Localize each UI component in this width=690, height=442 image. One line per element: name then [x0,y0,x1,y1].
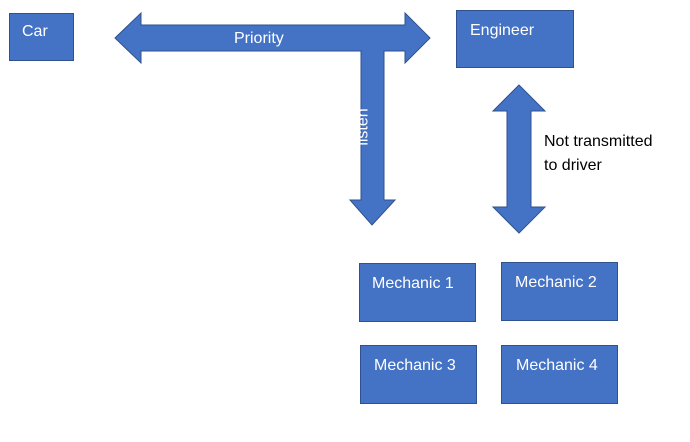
car-label: Car [22,23,48,40]
car-node: Car [9,13,74,61]
not-transmitted-label: Not transmitted to driver [544,130,652,178]
engineer-node: Engineer [456,10,574,68]
mechanic-2-label: Mechanic 2 [515,274,597,291]
mechanic-1-label: Mechanic 1 [372,275,454,292]
priority-listen-arrow [114,11,431,226]
mechanic-4-node: Mechanic 4 [501,345,618,404]
mechanic-1-node: Mechanic 1 [359,263,476,322]
mechanic-3-label: Mechanic 3 [374,357,456,374]
listen-label: listen [354,108,372,146]
not-transmitted-line-2: to driver [544,157,602,174]
mechanic-2-node: Mechanic 2 [501,262,618,321]
engineer-label: Engineer [470,22,535,39]
priority-label: Priority [234,30,284,47]
not-transmitted-line-1: Not transmitted [544,133,653,150]
mechanic-4-label: Mechanic 4 [516,357,598,374]
mechanic-3-node: Mechanic 3 [360,345,477,404]
not-transmitted-arrow [491,84,547,234]
